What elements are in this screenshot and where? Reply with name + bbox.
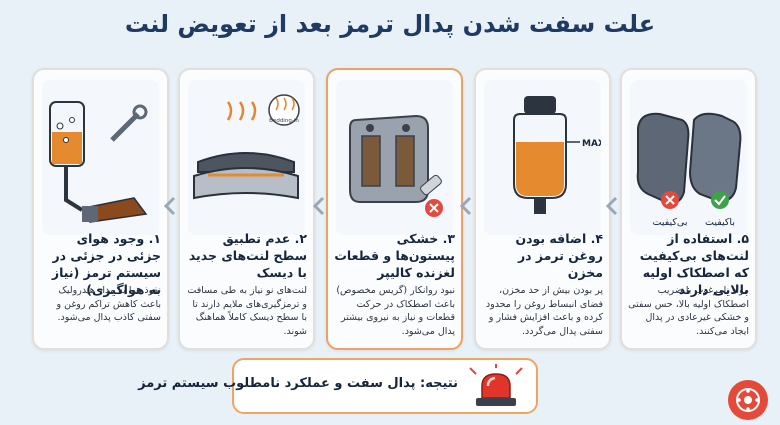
result-text: نتیجه: پدال سفت و عملکرد نامطلوب سیستم ت… [138,376,458,391]
warning-siren-icon [469,364,523,406]
panel-low-quality-pads: بی‌کیفیت باکیفیت ۵. استفاده از لنت‌های ب… [620,68,757,350]
fluid-reservoir-illustration: MAX [484,80,605,235]
panel-title: ۳. خشکی پیستون‌ها و قطعات لغزنده کالیپر [334,231,455,280]
brake-pads-illustration: بی‌کیفیت باکیفیت [630,80,747,235]
panel-title: ۱. وجود هوای جزئی در جزئی در سیستم ترمز … [51,231,161,297]
panel-air-in-system: ۱. وجود هوای جزئی در جزئی در سیستم ترمز … [32,68,169,350]
chevron-left-icon [164,196,176,216]
pad-on-disc-illustration: Bedding-in [188,80,305,235]
panel-title: ۲. عدم تطبیق سطح لنت‌های جدید با دیسک [188,231,307,280]
panel-title: ۵. استفاده از لنت‌های بی‌کیفیت که اصطکاک… [639,231,749,297]
grease-tube-icon [420,174,442,196]
good-label: باکیفیت [705,217,735,228]
panel-dry-caliper: ۳. خشکی پیستون‌ها و قطعات لغزنده کالیپر … [326,68,463,350]
page-title: علت سفت شدن پدال ترمز بعد از تعویض لنت [124,10,656,38]
chevron-left-icon [460,196,472,216]
wrench-icon [110,104,148,142]
panel-excess-fluid: MAX ۴. اضافه بودن روغن ترمز در مخزن پر ب… [474,68,611,350]
panel-description: نفوذ هوا به مدار هیدرولیک باعث کاهش تراک… [56,285,162,323]
brand-logo-icon [728,380,768,420]
result-box: نتیجه: پدال سفت و عملکرد نامطلوب سیستم ت… [138,358,538,414]
good-check-icon [711,191,729,209]
max-label: MAX [582,139,601,149]
chevron-left-icon [313,196,325,216]
caliper-illustration [336,80,453,235]
bedding-badge-label: Bedding-in [269,118,299,124]
panel-title: ۴. اضافه بودن روغن ترمز در مخزن [515,231,603,280]
bleeding-illustration [42,80,159,235]
heat-icon [226,101,257,121]
panel-description: لنت‌های نو نیاز به طی مسافت و ترمزگیری‌ه… [187,285,307,337]
panel-description: پر بودن بیش از حد مخزن، فضای انبساط روغن… [485,285,603,337]
panel-description: نبود روانکار (گریس مخصوص) باعث اصطکاک در… [336,285,455,337]
reservoir-cap-icon [524,96,556,114]
chevron-left-icon [606,196,618,216]
panel-pad-bedding: Bedding-in ۲. عدم تطبیق سطح لنت‌های جدید… [178,68,315,350]
foot-pedal-icon [82,197,148,223]
bad-label: بی‌کیفیت [653,217,688,228]
panel-description: مواد نامرغوب با ضریب اصطکاک اولیه بالا، … [628,285,749,337]
